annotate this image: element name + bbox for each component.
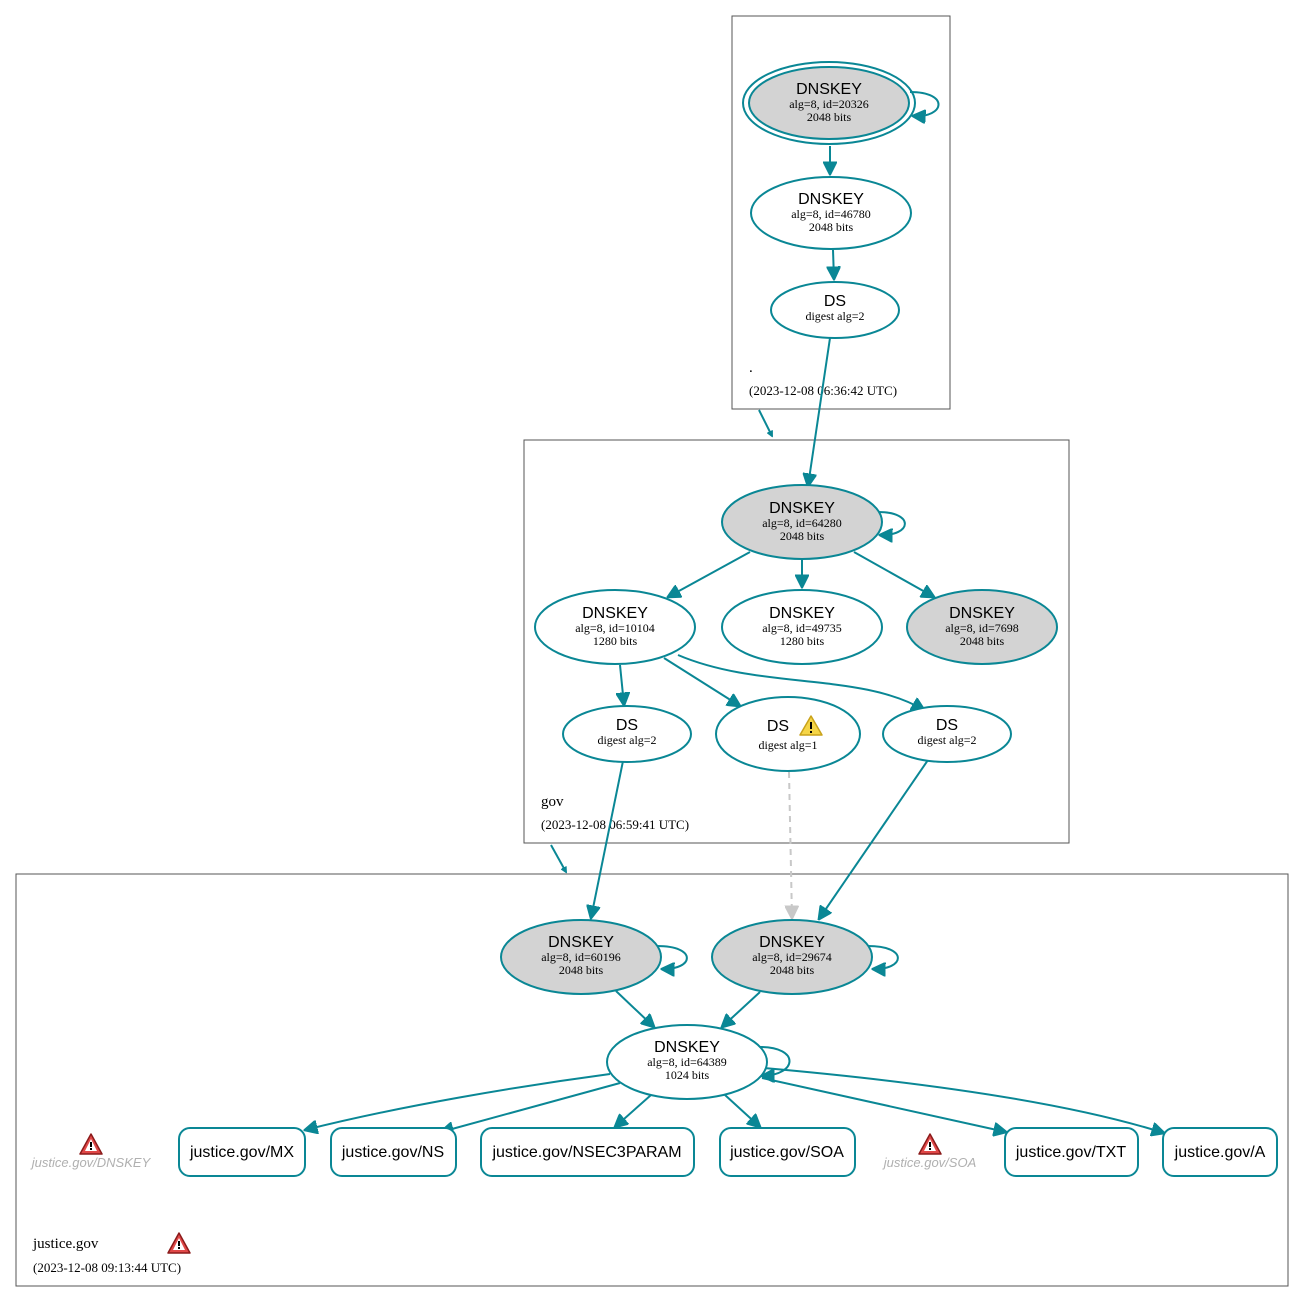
zone-error-icon [167,1232,191,1254]
jg-ksk1-alg: alg=8, id=60196 [541,950,621,964]
gov-ds3-title: DS [936,717,958,734]
jg-zsk-nsec3param-edge [615,1094,652,1127]
gov-zsk1-ds2-edge [663,657,740,706]
root-ksk-title: DNSKEY [796,81,862,98]
gov-ksk-bits: 2048 bits [780,529,825,543]
gov-ksk2-node[interactable]: DNSKEY alg=8, id=7698 2048 bits [906,589,1058,665]
jg-ksk1-self-edge [656,945,688,969]
jg-ksk2-self-edge [867,945,899,969]
zone-justice-timestamp: (2023-12-08 09:13:44 UTC) [33,1260,181,1275]
rrset-soa[interactable]: justice.gov/SOA [719,1127,856,1177]
gov-zsk1-ds1-edge [620,664,624,705]
gov-ds1-title: DS [616,717,638,734]
root-ds-digest: digest alg=2 [805,309,864,323]
gov-zsk1-node[interactable]: DNSKEY alg=8, id=10104 1280 bits [534,589,696,665]
rrset-a-label: justice.gov/A [1174,1144,1266,1161]
gov-ds2-title: DS [767,718,789,735]
error-soa-node[interactable]: justice.gov/SOA [882,1133,977,1170]
jg-zsk-a-edge [763,1067,1164,1133]
gov-zsk2-alg: alg=8, id=49735 [762,621,842,635]
gov-ksk2-alg: alg=8, id=7698 [945,621,1019,635]
root-ds-gov-ksk-edge [808,337,831,486]
rrset-nsec3param-label: justice.gov/NSEC3PARAM [491,1144,681,1161]
delegation-gov-justice-arrow [550,844,566,872]
jg-ksk1-bits: 2048 bits [559,963,604,977]
gov-zsk2-node[interactable]: DNSKEY alg=8, id=49735 1280 bits [721,589,883,665]
gov-zsk1-ds3-edge [677,654,924,710]
jg-zsk-title: DNSKEY [654,1039,720,1056]
error-icon [918,1133,942,1155]
jg-ksk2-title: DNSKEY [759,934,825,951]
jg-zsk-ns-edge [441,1082,621,1132]
jg-zsk-mx-edge [305,1073,611,1130]
root-ds-node[interactable]: DS digest alg=2 [770,281,900,339]
gov-ksk-zsk1-edge [668,551,751,597]
gov-ds1-node[interactable]: DS digest alg=2 [562,705,692,763]
rrset-txt[interactable]: justice.gov/TXT [1004,1127,1139,1177]
error-soa-label: justice.gov/SOA [882,1155,977,1170]
gov-ds2-digest: digest alg=1 [758,738,817,752]
gov-ds3-digest: digest alg=2 [917,733,976,747]
gov-ds1-jg-ksk1-edge [591,760,624,918]
root-zsk-alg: alg=8, id=46780 [791,207,871,221]
jg-ksk2-zsk-edge [722,991,761,1027]
rrset-mx[interactable]: justice.gov/MX [178,1127,306,1177]
root-ksk-node[interactable]: DNSKEY alg=8, id=20326 2048 bits [742,61,916,145]
root-zsk-ds-edge [833,249,834,279]
rrset-soa-label: justice.gov/SOA [729,1144,844,1161]
gov-zsk1-bits: 1280 bits [593,634,638,648]
gov-ksk-self-edge [877,511,906,535]
gov-ksk-ksk2-edge [853,551,934,597]
jg-ksk1-zsk-edge [615,990,654,1027]
gov-zsk1-alg: alg=8, id=10104 [575,621,655,635]
rrset-a[interactable]: justice.gov/A [1162,1127,1278,1177]
jg-ksk2-node[interactable]: DNSKEY alg=8, id=29674 2048 bits [711,919,873,995]
root-zsk-node[interactable]: DNSKEY alg=8, id=46780 2048 bits [750,176,912,250]
rrset-txt-label: justice.gov/TXT [1015,1144,1126,1161]
error-dnskey-node[interactable]: justice.gov/DNSKEY [30,1133,152,1170]
jg-zsk-alg: alg=8, id=64389 [647,1055,727,1069]
rrset-ns[interactable]: justice.gov/NS [330,1127,457,1177]
root-ksk-bits: 2048 bits [807,110,852,124]
zone-gov-timestamp: (2023-12-08 06:59:41 UTC) [541,817,689,832]
gov-ksk-node[interactable]: DNSKEY alg=8, id=64280 2048 bits [721,484,883,560]
root-zsk-title: DNSKEY [798,191,864,208]
gov-zsk2-bits: 1280 bits [780,634,825,648]
rrset-nsec3param[interactable]: justice.gov/NSEC3PARAM [480,1127,695,1177]
jg-zsk-soa-edge [724,1094,760,1127]
gov-ksk-title: DNSKEY [769,500,835,517]
rrset-mx-label: justice.gov/MX [189,1144,294,1161]
delegation-root-gov-arrow [758,409,773,436]
gov-ds2-node[interactable]: DS digest alg=1 [715,696,861,772]
warning-icon [799,715,823,736]
zone-gov-name: gov [541,794,564,810]
jg-ksk1-title: DNSKEY [548,934,614,951]
gov-ksk-alg: alg=8, id=64280 [762,516,842,530]
gov-ds3-node[interactable]: DS digest alg=2 [882,705,1012,763]
gov-ds2-jg-ksk2-edge [789,771,792,918]
root-ds-title: DS [824,293,846,310]
gov-ds1-digest: digest alg=2 [597,733,656,747]
gov-ksk2-bits: 2048 bits [960,634,1005,648]
jg-zsk-txt-edge [761,1077,1006,1132]
root-zsk-bits: 2048 bits [809,220,854,234]
jg-zsk-node[interactable]: DNSKEY alg=8, id=64389 1024 bits [606,1024,768,1100]
root-ksk-alg: alg=8, id=20326 [789,97,869,111]
jg-zsk-bits: 1024 bits [665,1068,710,1082]
jg-ksk2-bits: 2048 bits [770,963,815,977]
jg-ksk1-node[interactable]: DNSKEY alg=8, id=60196 2048 bits [500,919,662,995]
gov-zsk1-title: DNSKEY [582,605,648,622]
rrset-ns-label: justice.gov/NS [341,1144,444,1161]
jg-ksk2-alg: alg=8, id=29674 [752,950,832,964]
root-ksk-self-edge [909,91,940,116]
error-icon [79,1133,103,1155]
error-dnskey-label: justice.gov/DNSKEY [30,1155,152,1170]
zone-root-name: . [749,360,753,376]
gov-ds3-jg-ksk2-edge [819,759,929,919]
zone-justice-name: justice.gov [32,1236,99,1252]
gov-ksk2-title: DNSKEY [949,605,1015,622]
jg-zsk-self-edge [759,1046,791,1076]
gov-zsk2-title: DNSKEY [769,605,835,622]
